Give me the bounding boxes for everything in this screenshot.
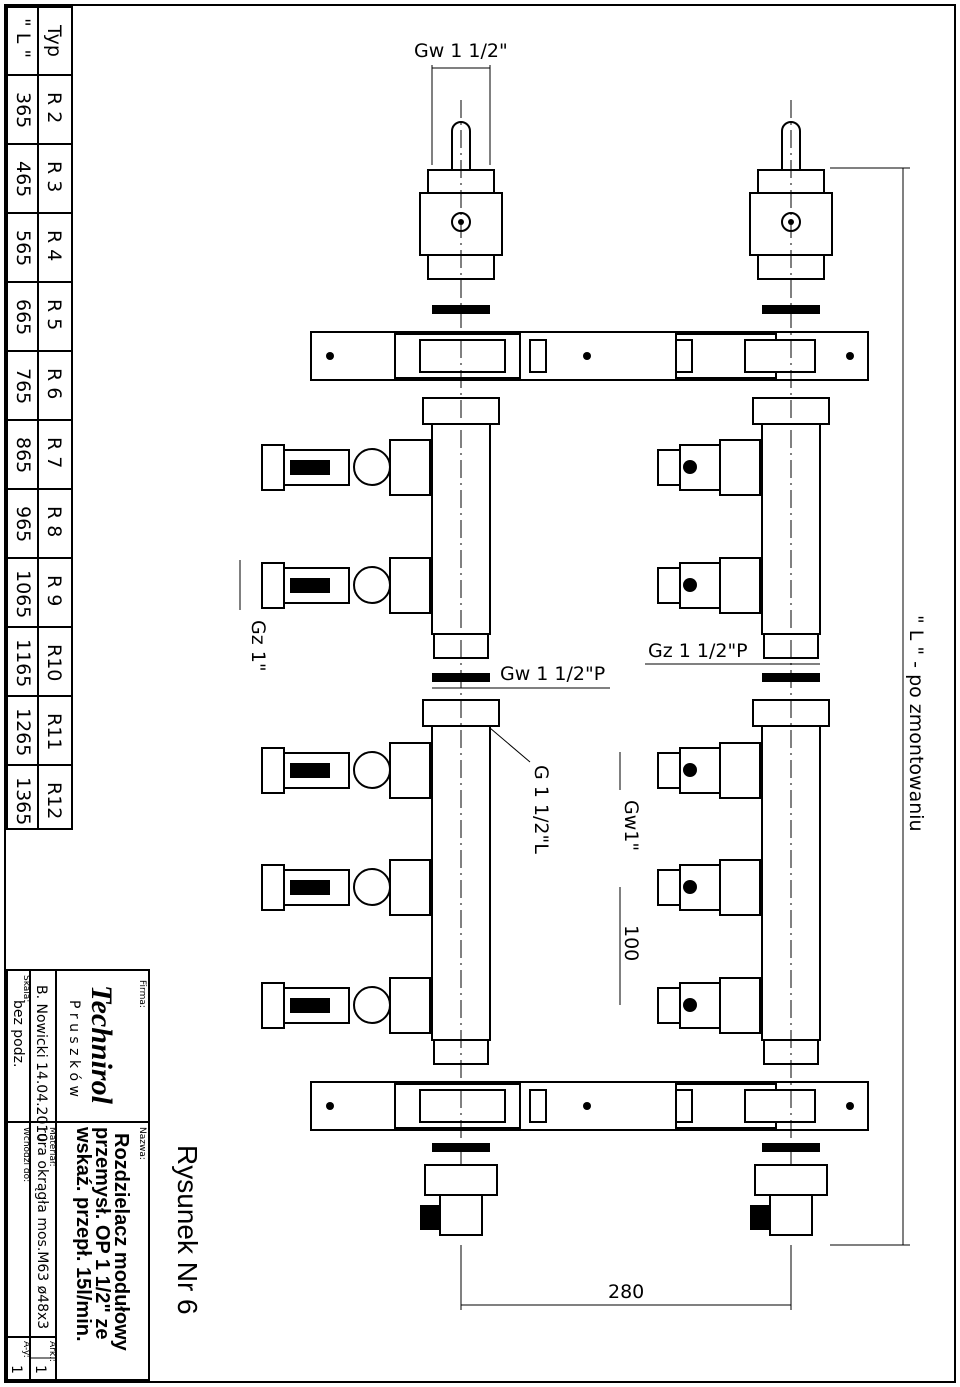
shutoff-valve bbox=[657, 557, 761, 614]
title-block: Firma: Technirol P r u s z k ó w B. Nowi… bbox=[6, 969, 150, 1381]
mounting-bracket-bottom bbox=[310, 1081, 869, 1131]
flow-meter bbox=[261, 557, 431, 614]
dim-label-gw-1: Gw1" bbox=[620, 800, 642, 851]
table-typ-cell: R11 bbox=[43, 713, 65, 750]
table-l-cell: 765 bbox=[12, 368, 34, 404]
wchodzi-label: Wchodzi do: bbox=[21, 1127, 31, 1182]
flow-meter bbox=[261, 859, 431, 916]
table-typ-cell: R 2 bbox=[43, 92, 65, 123]
company-logo: Technirol bbox=[85, 985, 118, 1105]
table-typ-cell: R 3 bbox=[43, 161, 65, 192]
dim-label-spacing: 100 bbox=[620, 925, 642, 961]
a-y-label: A-y: bbox=[21, 1341, 31, 1358]
nazwa-line-1: Rozdzielacz modułowy bbox=[110, 1133, 132, 1352]
flow-meter bbox=[261, 742, 431, 799]
dimension-width: 280 bbox=[460, 1245, 792, 1310]
shutoff-valve bbox=[657, 439, 761, 496]
company-city: P r u s z k ó w bbox=[66, 1000, 82, 1097]
dim-label-g-l: G 1 1/2"L bbox=[530, 765, 552, 854]
table-l-cell: 1165 bbox=[12, 639, 34, 687]
skala-label: Skala: bbox=[21, 975, 31, 1002]
dim-label-gz-1: Gz 1" bbox=[247, 620, 269, 672]
table-l-cell: 1265 bbox=[12, 708, 34, 756]
dim-label-length: " L " - po zmontowaniu bbox=[905, 615, 927, 832]
table-l-cell: 365 bbox=[12, 92, 34, 128]
author-date: B. Nowicki 14.04.2010 bbox=[33, 985, 49, 1142]
drain-valve-right bbox=[750, 1164, 828, 1236]
dimension-gw-mid: Gw 1 1/2"P bbox=[432, 663, 610, 689]
flow-meter bbox=[261, 439, 431, 496]
table-l-cell: 1065 bbox=[12, 570, 34, 618]
table-l-cell: 1365 bbox=[12, 777, 34, 825]
manifold-module-right-lower bbox=[752, 699, 830, 1152]
shutoff-valve bbox=[657, 859, 761, 916]
a-y-value: 1 bbox=[8, 1365, 24, 1374]
shutoff-valve bbox=[657, 977, 761, 1034]
flow-meter bbox=[261, 977, 431, 1034]
dimension-gz-1: Gz 1" bbox=[239, 560, 269, 672]
material-label: Materiał: bbox=[47, 1127, 57, 1167]
nazwa-label: Nazwa: bbox=[137, 1127, 147, 1160]
skala-value: bez podz. bbox=[10, 1000, 26, 1067]
table-typ-cell: R12 bbox=[43, 782, 65, 819]
table-l-cell: 665 bbox=[12, 299, 34, 335]
table-typ-cell: R 8 bbox=[43, 506, 65, 537]
table-typ-cell: R 6 bbox=[43, 368, 65, 399]
table-typ-cell: R 5 bbox=[43, 299, 65, 330]
dim-label-width: 280 bbox=[608, 1281, 644, 1303]
nazwa-line-3: wskaź. przepł. 15l/min. bbox=[72, 1126, 94, 1342]
table-l-cell: 865 bbox=[12, 437, 34, 473]
dimension-gw-top: Gw 1 1/2" bbox=[414, 40, 508, 165]
table-l-cell: 965 bbox=[12, 506, 34, 542]
table-typ-cell: R 4 bbox=[43, 230, 65, 261]
table-typ-cell: R 7 bbox=[43, 437, 65, 468]
type-length-table: Typ " L " R 2 365 R 3 465 R 4 565 R 5 66… bbox=[6, 6, 73, 830]
nazwa-line-2: przemysł. OP 1 1/2" ze bbox=[91, 1127, 113, 1340]
table-header-typ: Typ bbox=[43, 24, 65, 57]
drain-valve-left bbox=[420, 1164, 498, 1236]
drawing-title: Rysunek Nr 6 bbox=[172, 1145, 203, 1315]
material-value: rura okrągła mos.M63 ø48x3 bbox=[34, 1127, 50, 1329]
mounting-bracket-top bbox=[310, 331, 869, 381]
table-l-cell: 565 bbox=[12, 230, 34, 266]
table-typ-cell: R 9 bbox=[43, 575, 65, 606]
drawing-frame bbox=[4, 4, 956, 1383]
table-l-cell: 465 bbox=[12, 161, 34, 197]
table-typ-cell: R10 bbox=[43, 644, 65, 681]
firma-label: Firma: bbox=[137, 980, 147, 1008]
ark-value: 1 bbox=[32, 1365, 48, 1374]
table-header-l: " L " bbox=[12, 18, 34, 58]
dimension-g-l: G 1 1/2"L bbox=[489, 727, 552, 854]
dimension-spacing: 100 bbox=[619, 887, 642, 1005]
dim-label-gw-mid: Gw 1 1/2"P bbox=[500, 663, 605, 685]
dim-label-gz-mid: Gz 1 1/2"P bbox=[648, 640, 748, 662]
shutoff-valve bbox=[657, 742, 761, 799]
dim-label-gw-top: Gw 1 1/2" bbox=[414, 40, 508, 62]
ark-label: Ark.: bbox=[47, 1341, 57, 1362]
dimension-gw-1: Gw1" bbox=[619, 752, 642, 851]
dimension-gz-mid: Gz 1 1/2"P bbox=[645, 640, 820, 665]
dimension-length: " L " - po zmontowaniu bbox=[830, 167, 927, 1246]
